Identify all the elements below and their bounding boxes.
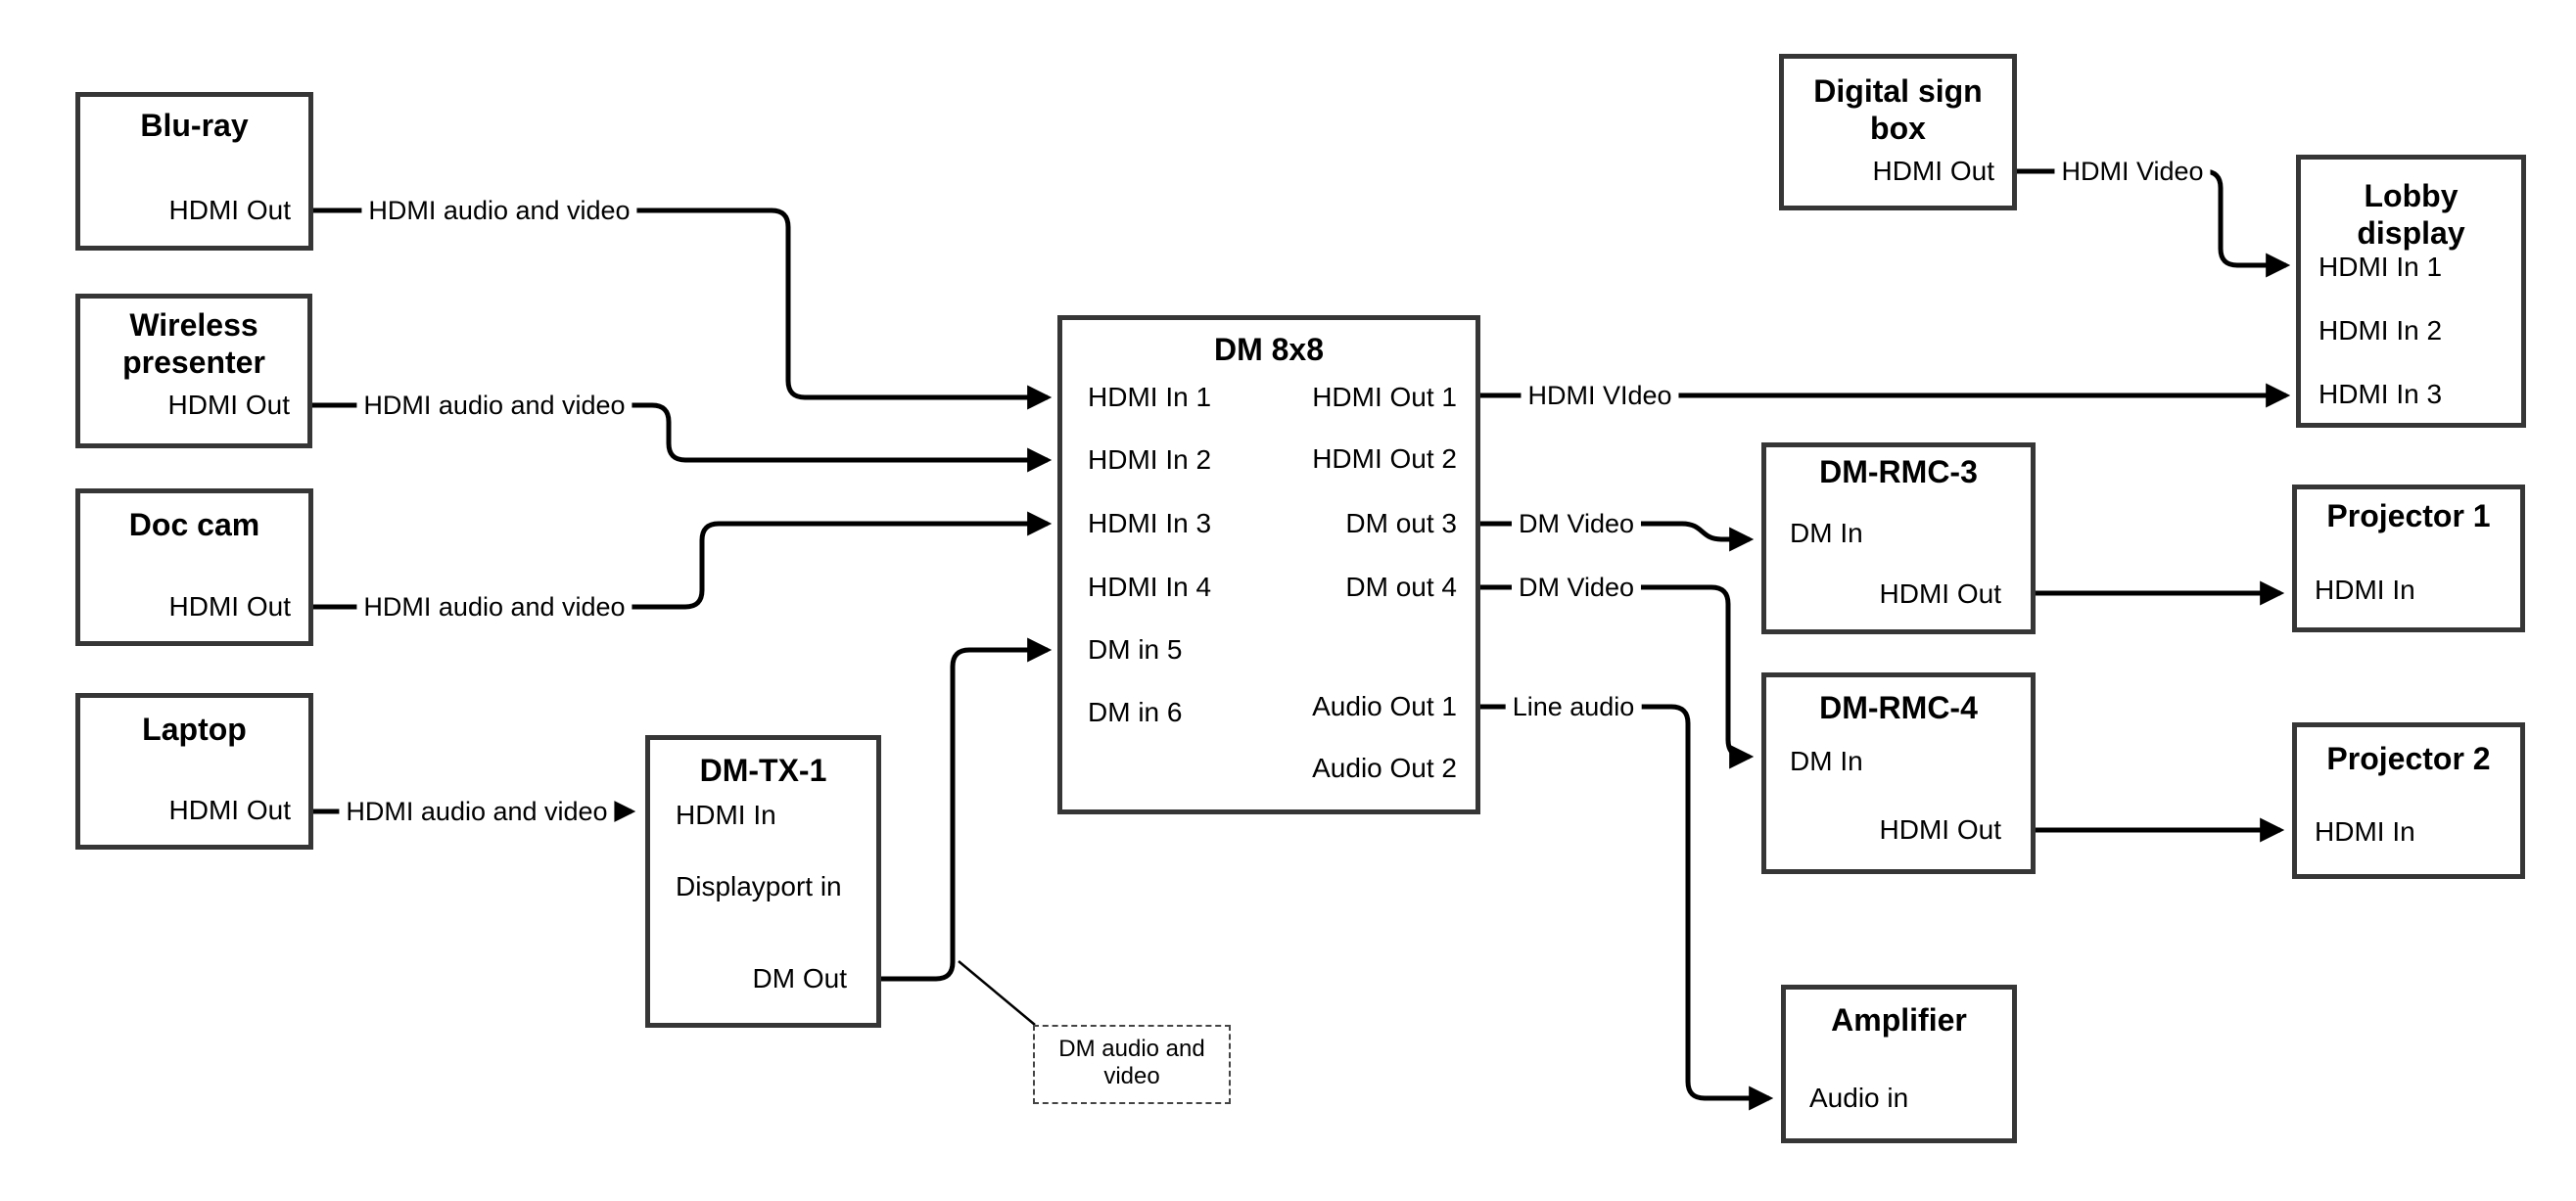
node-laptop: Laptop HDMI Out — [75, 693, 313, 850]
node-wireless-presenter: Wireless presenter HDMI Out — [75, 294, 312, 448]
port-dm8x8-dm-in-6: DM in 6 — [1088, 697, 1183, 727]
port-proj1-hdmi-in: HDMI In — [2315, 575, 2415, 605]
port-wireless-hdmi-out: HDMI Out — [167, 390, 290, 420]
node-doc-cam: Doc cam HDMI Out — [75, 488, 313, 646]
node-projector-2-title: Projector 2 — [2326, 741, 2491, 776]
port-dmtx1-displayport-in: Displayport in — [676, 871, 842, 901]
wire-dmout3-to-rmc3 — [1480, 521, 1755, 552]
node-dm-tx-1: DM-TX-1 HDMI In Displayport in DM Out — [645, 735, 881, 1028]
port-lobby-hdmi-in-2: HDMI In 2 — [2318, 315, 2443, 346]
node-projector-2: Projector 2 HDMI In — [2292, 722, 2525, 879]
wire-label-hdmi-video-out1: HDMI VIdeo — [1521, 380, 1679, 411]
node-wireless-presenter-title: Wireless presenter — [122, 307, 265, 380]
node-dm-rmc-3: DM-RMC-3 DM In HDMI Out — [1761, 442, 2036, 634]
node-projector-1-title: Projector 1 — [2326, 498, 2491, 533]
port-amplifier-audio-in: Audio in — [1809, 1083, 1909, 1113]
node-dm-rmc-4: DM-RMC-4 DM In HDMI Out — [1761, 672, 2036, 874]
node-dm-rmc-4-title: DM-RMC-4 — [1819, 690, 1978, 725]
node-dm-tx-1-title: DM-TX-1 — [699, 753, 827, 788]
wire-dmtx1-to-dm8x8 — [881, 637, 1053, 982]
wire-bluray-to-dm8x8 — [313, 208, 1053, 410]
port-rmc3-dm-in: DM In — [1790, 518, 1863, 548]
wire-label-wireless-hdmi-av: HDMI audio and video — [356, 390, 632, 421]
node-bluray: Blu-ray HDMI Out — [75, 92, 313, 251]
wire-wireless-to-dm8x8 — [311, 402, 1053, 473]
node-amplifier: Amplifier Audio in — [1781, 985, 2017, 1143]
node-laptop-title: Laptop — [142, 712, 247, 747]
wire-label-digitalsign-hdmi-video: HDMI Video — [2054, 156, 2211, 187]
port-dm8x8-audio-out-1: Audio Out 1 — [1312, 691, 1457, 721]
wire-dmout4-to-rmc4 — [1480, 584, 1755, 769]
port-laptop-hdmi-out: HDMI Out — [168, 795, 291, 825]
wire-label-laptop-hdmi-av: HDMI audio and video — [339, 796, 615, 827]
node-doc-cam-title: Doc cam — [128, 507, 260, 542]
wire-label-bluray-hdmi-av: HDMI audio and video — [361, 195, 637, 226]
port-rmc4-dm-in: DM In — [1790, 746, 1863, 776]
port-rmc4-hdmi-out: HDMI Out — [1879, 814, 2001, 845]
port-doccam-hdmi-out: HDMI Out — [168, 591, 291, 622]
callout-dm-audio-and-video: DM audio and video — [1033, 1025, 1231, 1104]
port-dmtx1-hdmi-in: HDMI In — [676, 800, 776, 830]
port-bluray-hdmi-out: HDMI Out — [168, 195, 291, 225]
node-amplifier-title: Amplifier — [1831, 1002, 1967, 1038]
port-dm8x8-dm-out-3: DM out 3 — [1345, 508, 1457, 538]
node-bluray-title: Blu-ray — [140, 108, 249, 143]
wire-label-line-audio: Line audio — [1505, 691, 1642, 722]
node-lobby-display: Lobby display HDMI In 1 HDMI In 2 HDMI I… — [2296, 155, 2526, 428]
port-dm8x8-hdmi-in-1: HDMI In 1 — [1088, 382, 1212, 412]
port-dmtx1-dm-out: DM Out — [752, 963, 847, 993]
port-dm8x8-dm-in-5: DM in 5 — [1088, 634, 1183, 665]
port-proj2-hdmi-in: HDMI In — [2315, 816, 2415, 847]
port-lobby-hdmi-in-3: HDMI In 3 — [2318, 379, 2443, 409]
port-dm8x8-audio-out-2: Audio Out 2 — [1312, 753, 1457, 783]
port-digitalsign-hdmi-out: HDMI Out — [1872, 156, 1994, 186]
node-dm-8x8-title: DM 8x8 — [1213, 332, 1325, 367]
port-dm8x8-hdmi-in-4: HDMI In 4 — [1088, 572, 1212, 602]
wire-doccam-to-dm8x8 — [312, 511, 1053, 610]
callout-leader-line — [958, 960, 1036, 1026]
node-projector-1: Projector 1 HDMI In — [2292, 485, 2525, 632]
node-dm-8x8: DM 8x8 HDMI In 1 HDMI In 2 HDMI In 3 HDM… — [1057, 315, 1480, 814]
node-dm-rmc-3-title: DM-RMC-3 — [1819, 454, 1978, 489]
port-dm8x8-hdmi-out-2: HDMI Out 2 — [1312, 443, 1457, 474]
wire-label-dm-video-out4: DM Video — [1511, 572, 1642, 603]
port-dm8x8-hdmi-out-1: HDMI Out 1 — [1312, 382, 1457, 412]
port-dm8x8-dm-out-4: DM out 4 — [1345, 572, 1457, 602]
wire-digitalsign-to-lobby — [2017, 168, 2291, 278]
wire-audioout1-to-amplifier — [1480, 704, 1774, 1111]
port-lobby-hdmi-in-1: HDMI In 1 — [2318, 252, 2443, 282]
node-digital-sign-box-title: Digital sign box — [1813, 73, 1983, 146]
port-dm8x8-hdmi-in-2: HDMI In 2 — [1088, 444, 1212, 475]
wire-label-doccam-hdmi-av: HDMI audio and video — [356, 591, 632, 623]
port-dm8x8-hdmi-in-3: HDMI In 3 — [1088, 508, 1212, 538]
wire-label-dm-video-out3: DM Video — [1511, 508, 1642, 539]
node-digital-sign-box: Digital sign box HDMI Out — [1779, 54, 2017, 210]
port-rmc3-hdmi-out: HDMI Out — [1879, 578, 2001, 609]
node-lobby-display-title: Lobby display — [2357, 178, 2465, 251]
